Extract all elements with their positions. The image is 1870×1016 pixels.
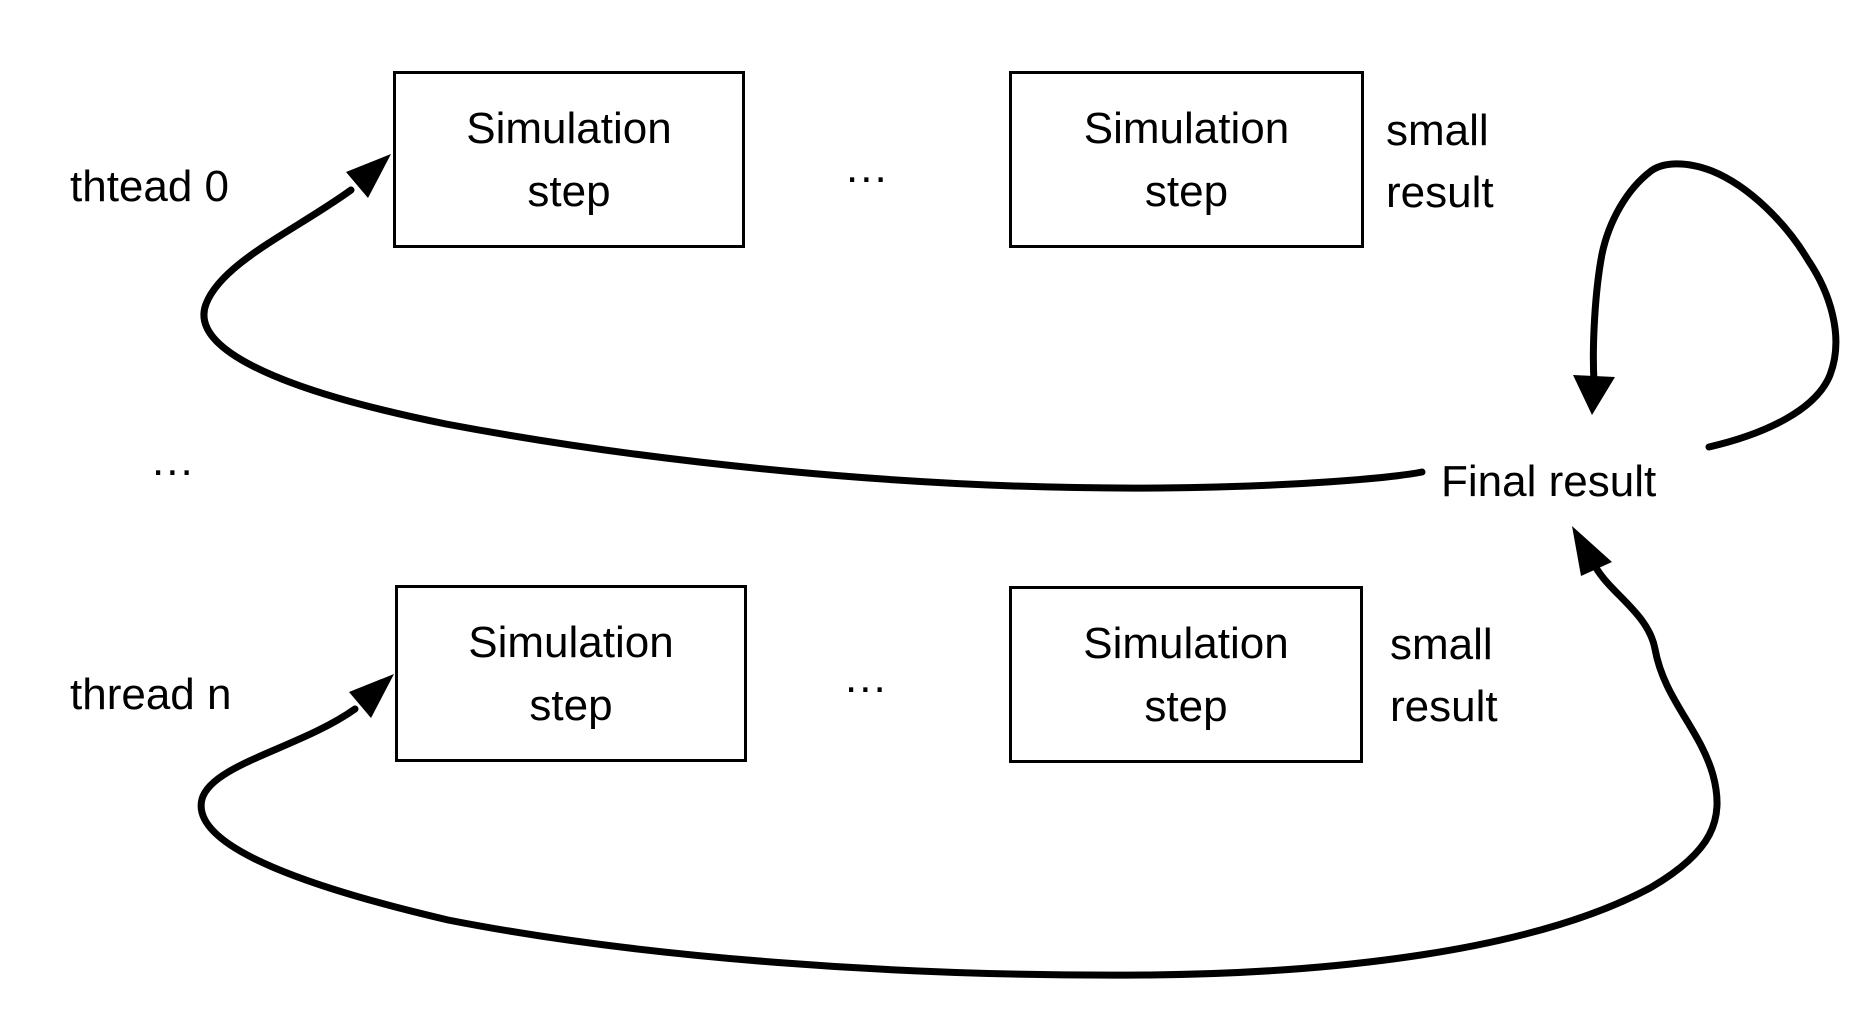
steps-ellipsis-bottom: ... — [845, 653, 888, 702]
simulation-step-label: Simulation step — [1083, 103, 1290, 216]
steps-ellipsis-top: ... — [846, 143, 889, 192]
feedback-loop-arrow-path — [1589, 160, 1840, 451]
threadn-flow-arrow-path — [197, 556, 1721, 979]
feedback-loop-arrowhead — [1573, 375, 1615, 415]
threads-ellipsis: ... — [152, 436, 195, 485]
thread0-label: thtead 0 — [70, 162, 230, 211]
simulation-step-box-tn-first: Simulation step — [395, 585, 747, 762]
threadn-label: thread n — [70, 670, 232, 719]
threadn-arrowhead — [349, 674, 394, 718]
simulation-step-box-tn-last: Simulation step — [1009, 586, 1363, 763]
simulation-step-label: Simulation step — [466, 103, 672, 216]
simulation-step-box-t0-first: Simulation step — [393, 71, 745, 248]
simulation-step-label: Simulation step — [1083, 618, 1289, 731]
small-result-label-bottom: small result — [1390, 620, 1498, 731]
simulation-step-box-t0-last: Simulation step — [1009, 71, 1364, 248]
small-result-label-top: small result — [1386, 106, 1494, 217]
thread0-arrowhead — [346, 154, 391, 198]
merge-arrowhead — [1572, 526, 1612, 576]
simulation-step-label: Simulation step — [468, 617, 674, 730]
final-result-label: Final result — [1441, 457, 1657, 506]
thread0-flow-arrow-path — [200, 186, 1426, 492]
